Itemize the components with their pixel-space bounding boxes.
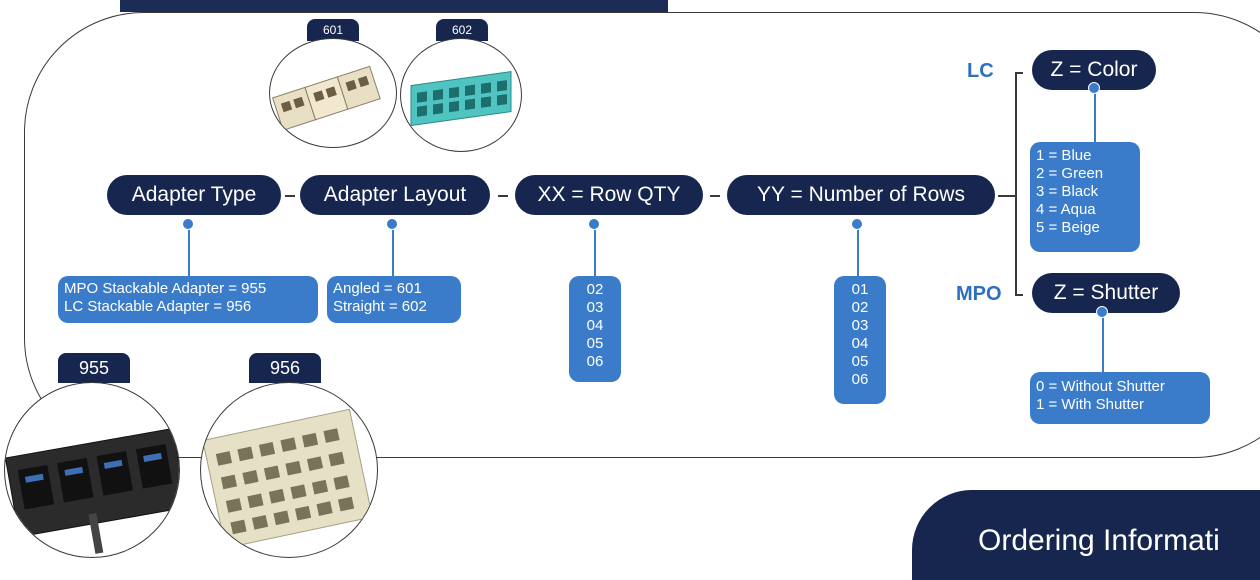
connector-dash [710, 195, 720, 197]
connector-line [392, 222, 394, 280]
lc-label: LC [967, 60, 994, 82]
connector-dash [285, 195, 295, 197]
connector-dot [1096, 306, 1108, 318]
option-item: 02 [586, 281, 604, 298]
connector-dot [1088, 82, 1100, 94]
connector-dot [386, 218, 398, 230]
connector-dot [588, 218, 600, 230]
shutter-options: 0 = Without Shutter 1 = With Shutter [1030, 372, 1210, 424]
option-item: 02 [851, 299, 869, 316]
connector-dash [998, 195, 1016, 197]
adapter-layout-pill: Adapter Layout [300, 175, 490, 215]
row-qty-pill: XX = Row QTY [515, 175, 703, 215]
option-item: 06 [586, 353, 604, 370]
number-of-rows-options: 01 02 03 04 05 06 [834, 276, 886, 404]
row-qty-options: 02 03 04 05 06 [569, 276, 621, 382]
option-item: 3 = Black [1036, 183, 1099, 200]
bracket-tick-top [1015, 72, 1023, 74]
shutter-pill: Z = Shutter [1032, 273, 1180, 313]
option-item: 4 = Aqua [1036, 201, 1096, 218]
mpo-adapter-illustration [5, 427, 179, 554]
ordering-information-title: Ordering Informati [912, 490, 1260, 580]
connector-line [188, 222, 190, 280]
connector-line [1102, 312, 1104, 376]
option-item: 5 = Beige [1036, 219, 1100, 236]
straight-adapter-image [400, 38, 522, 152]
option-item: 2 = Green [1036, 165, 1104, 182]
color-options: 1 = Blue 2 = Green 3 = Black 4 = Aqua 5 … [1030, 142, 1140, 252]
option-item: 0 = Without Shutter [1036, 378, 1165, 395]
option-item: Straight = 602 [333, 298, 427, 315]
adapter-layout-options: Angled = 601 Straight = 602 [327, 276, 461, 323]
option-item: 05 [851, 353, 869, 370]
lc-adapter-illustration [202, 408, 373, 549]
option-item: 04 [851, 335, 869, 352]
angled-adapter-illustration [272, 65, 381, 131]
option-item: Angled = 601 [333, 280, 422, 297]
connector-line [857, 222, 859, 280]
mpo-label: MPO [956, 283, 1002, 305]
straight-adapter-illustration [410, 70, 512, 127]
mpo-adapter-image [4, 382, 180, 558]
adapter-type-pill: Adapter Type [107, 175, 281, 215]
connector-line [594, 222, 596, 280]
variant-bracket [1015, 72, 1017, 296]
option-item: 03 [851, 317, 869, 334]
number-of-rows-pill: YY = Number of Rows [727, 175, 995, 215]
connector-dot [851, 218, 863, 230]
option-item: 01 [851, 281, 869, 298]
lc-adapter-image [200, 382, 378, 558]
tag-956: 956 [249, 353, 321, 383]
bracket-tick-bottom [1015, 294, 1023, 296]
option-item: LC Stackable Adapter = 956 [64, 298, 252, 315]
option-item: 1 = Blue [1036, 147, 1092, 164]
adapter-type-options: MPO Stackable Adapter = 955 LC Stackable… [58, 276, 318, 323]
option-item: 05 [586, 335, 604, 352]
top-banner-bar [120, 0, 668, 12]
option-item: 03 [586, 299, 604, 316]
tag-602: 602 [436, 19, 488, 41]
angled-adapter-image [269, 38, 397, 148]
option-item: 06 [851, 371, 869, 388]
option-item: MPO Stackable Adapter = 955 [64, 280, 267, 297]
tag-955: 955 [58, 353, 130, 383]
connector-dot [182, 218, 194, 230]
tag-601: 601 [307, 19, 359, 41]
connector-line [1094, 88, 1096, 144]
option-item: 1 = With Shutter [1036, 396, 1144, 413]
connector-dash [498, 195, 508, 197]
option-item: 04 [586, 317, 604, 334]
